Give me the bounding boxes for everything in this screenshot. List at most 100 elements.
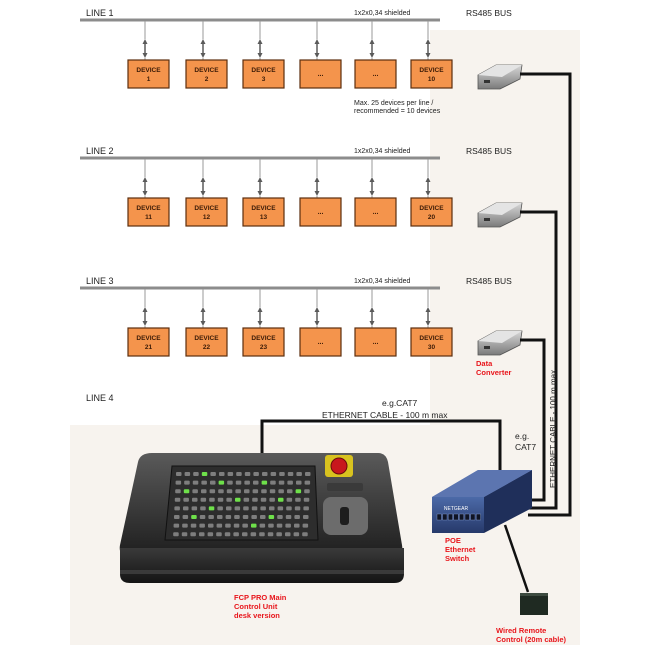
device-box: DEVICE 11 <box>127 197 170 227</box>
rs485-bus-label: RS485 BUS <box>466 8 512 18</box>
desk-button-grid <box>173 472 311 537</box>
connection-arrow <box>257 289 263 328</box>
switch-port <box>453 513 459 521</box>
connection-arrow <box>369 21 375 60</box>
cable-remote <box>503 524 530 593</box>
device-box: DEVICE 10 <box>410 59 453 89</box>
connection-arrow <box>142 289 148 328</box>
device-number: 10 <box>428 76 436 83</box>
cat7-side-label-1: e.g. <box>515 431 529 441</box>
device-box: DEVICE 13 <box>242 197 285 227</box>
connection-arrow <box>142 159 148 198</box>
line-4-label: LINE 4 <box>86 393 114 403</box>
device-number: 2 <box>205 76 209 83</box>
cable-converter-2 <box>520 210 558 510</box>
cat7-side-label-2: CAT7 <box>515 442 536 452</box>
device-title: DEVICE <box>194 335 219 342</box>
switch-brand: NETGEAR <box>444 506 469 512</box>
data-converter-3 <box>477 330 523 356</box>
line-label: LINE 3 <box>86 276 114 286</box>
ethernet-top-label-1: e.g.CAT7 <box>382 398 418 408</box>
device-box: ... <box>354 59 397 89</box>
switch-port <box>459 513 464 521</box>
main-unit-label-1: FCP PRO Main <box>234 593 287 602</box>
device-number: 20 <box>428 214 436 221</box>
main-unit-label-2: Control Unit <box>234 602 278 611</box>
device-placeholder: ... <box>373 209 379 216</box>
wired-remote <box>520 593 548 615</box>
cable-spec-label: 1x2x0,34 shielded <box>354 278 411 285</box>
device-number: 13 <box>260 214 268 221</box>
device-box: ... <box>299 327 342 357</box>
switch-port <box>464 513 470 521</box>
rs485-bus-label: RS485 BUS <box>466 146 512 156</box>
device-title: DEVICE <box>251 335 276 342</box>
data-converter-2 <box>477 202 523 228</box>
data-converter-label-1: Data <box>476 359 493 368</box>
device-box: ... <box>299 59 342 89</box>
device-title: DEVICE <box>194 67 219 74</box>
switch-port <box>436 513 442 521</box>
device-box: DEVICE 22 <box>185 327 228 357</box>
device-box: DEVICE 23 <box>242 327 285 357</box>
device-number: 1 <box>147 76 151 83</box>
rs485-bus-label: RS485 BUS <box>466 276 512 286</box>
ethernet-side-label: ETHERNET CABLE - 100 m max <box>549 370 558 488</box>
connection-arrow <box>200 159 206 198</box>
joystick-stick <box>340 507 349 525</box>
device-number: 3 <box>262 76 266 83</box>
device-placeholder: ... <box>318 71 324 78</box>
device-title: DEVICE <box>419 67 444 74</box>
switch-port <box>476 513 481 521</box>
poe-label-1: POE <box>445 536 461 545</box>
device-number: 11 <box>145 214 152 221</box>
switch-port <box>470 513 476 521</box>
device-placeholder: ... <box>318 209 324 216</box>
device-box: ... <box>299 197 342 227</box>
cable-spec-label: 1x2x0,34 shielded <box>354 10 411 17</box>
connection-arrow <box>314 159 320 198</box>
device-placeholder: ... <box>373 71 379 78</box>
device-box: ... <box>354 197 397 227</box>
connection-arrow <box>200 21 206 60</box>
data-converter-label-2: Converter <box>476 368 512 377</box>
switch-port <box>442 513 448 521</box>
device-number: 12 <box>203 214 211 221</box>
cable-converter-1 <box>520 72 572 517</box>
main-unit-label-3: desk version <box>234 611 280 620</box>
device-title: DEVICE <box>419 335 444 342</box>
device-box: ... <box>354 327 397 357</box>
data-converter-1 <box>477 64 523 90</box>
line-label: LINE 1 <box>86 8 114 18</box>
device-title: DEVICE <box>136 205 161 212</box>
max-note-line-2: recommended = 10 devices <box>354 108 441 115</box>
device-number: 23 <box>260 344 268 351</box>
device-title: DEVICE <box>251 67 276 74</box>
connection-arrow <box>425 289 431 328</box>
connection-arrow <box>142 21 148 60</box>
connection-arrow <box>314 289 320 328</box>
cable-spec-label: 1x2x0,34 shielded <box>354 148 411 155</box>
device-number: 21 <box>145 344 153 351</box>
line-label: LINE 2 <box>86 146 114 156</box>
connection-arrow <box>369 159 375 198</box>
device-placeholder: ... <box>373 339 379 346</box>
main-control-unit <box>119 453 404 583</box>
cable-converter-3 <box>520 338 546 502</box>
line-2-group: LINE 2 1x2x0,34 shielded RS485 BUS DEVICE 11… <box>80 146 512 227</box>
device-title: DEVICE <box>251 205 276 212</box>
device-number: 22 <box>203 344 211 351</box>
connection-arrow <box>257 21 263 60</box>
connection-arrow <box>369 289 375 328</box>
connection-arrow <box>425 159 431 198</box>
connection-arrow <box>425 21 431 60</box>
connection-arrow <box>200 289 206 328</box>
